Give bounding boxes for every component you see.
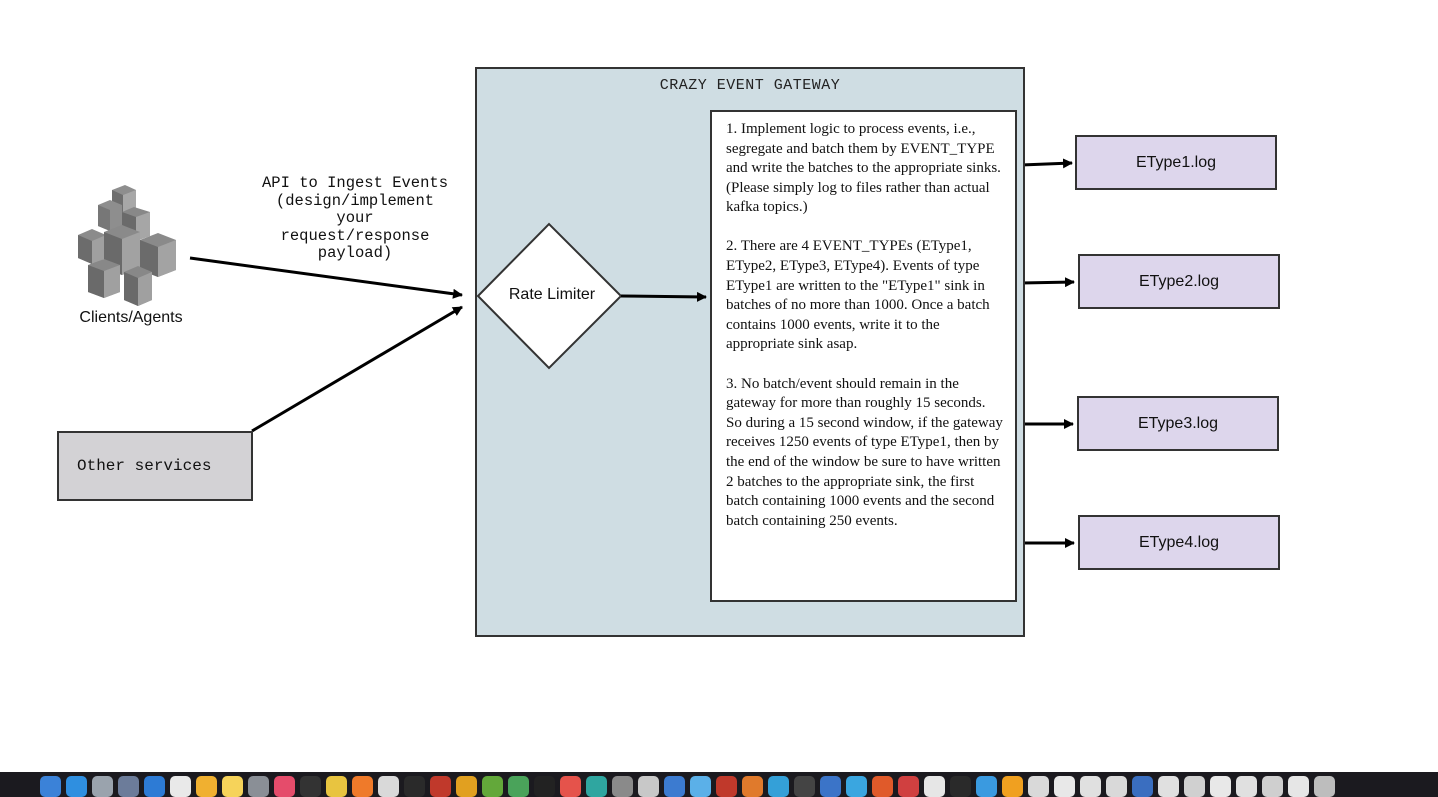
app-icon[interactable] [768,776,789,797]
app-icon[interactable] [820,776,841,797]
preview-icon[interactable] [118,776,139,797]
sink-etype1: EType1.log [1075,135,1277,190]
app-icon[interactable] [794,776,815,797]
app-icon[interactable] [924,776,945,797]
architecture-diagram: CRAZY EVENT GATEWAY Rate Limiter 1. Impl… [57,67,1280,637]
app-icon[interactable] [430,776,451,797]
sink-etype2: EType2.log [1078,254,1280,309]
app-icon[interactable] [1210,776,1231,797]
app-icon[interactable] [1288,776,1309,797]
app-icon[interactable] [690,776,711,797]
limiter-to-processor-arrow-front [620,291,707,302]
clients-agents-icon [78,185,176,306]
app-icon[interactable] [534,776,555,797]
app-icon[interactable] [456,776,477,797]
app-icon[interactable] [872,776,893,797]
sink-etype4: EType4.log [1078,515,1280,570]
app-icon[interactable] [1132,776,1153,797]
app-icon[interactable] [1002,776,1023,797]
app-icon[interactable] [1262,776,1283,797]
requirement-2: 2. There are 4 EVENT_TYPEs (EType1, ETyp… [726,238,990,353]
dock-icon-strip [40,776,1370,797]
other-services-box: Other services [57,431,253,501]
firefox-icon[interactable] [352,776,373,797]
api-label-line: request/response [280,226,430,245]
app-icon[interactable] [1158,776,1179,797]
app-icon[interactable] [664,776,685,797]
launchpad-icon[interactable] [92,776,113,797]
app-icon[interactable] [1080,776,1101,797]
calendar-icon[interactable] [170,776,191,797]
app-icon[interactable] [482,776,503,797]
api-label-line: API to Ingest Events [261,174,449,192]
photos-icon[interactable] [196,776,217,797]
app-icon[interactable] [1236,776,1257,797]
chrome-icon[interactable] [326,776,347,797]
clients-agents-label: Clients/Agents [79,309,183,326]
app-icon[interactable] [742,776,763,797]
sink-etype3: EType3.log [1077,396,1279,451]
terminal-icon[interactable] [300,776,321,797]
processing-requirements-box: 1. Implement logic to process events, i.… [710,110,1017,602]
api-ingest-label: API to Ingest Events (design/implement y… [245,174,465,263]
app-icon[interactable] [508,776,529,797]
app-icon[interactable] [716,776,737,797]
rate-limiter-layer [476,222,707,370]
app-icon[interactable] [612,776,633,797]
sink2-arrow [1020,277,1075,288]
app-icon[interactable] [560,776,581,797]
requirement-3: 3. No batch/event should remain in the g… [726,375,1003,529]
activity-monitor-icon[interactable] [404,776,425,797]
system-preferences-icon[interactable] [248,776,269,797]
app-icon[interactable] [638,776,659,797]
app-icon[interactable] [950,776,971,797]
api-label-line: your [336,209,374,227]
trash-icon[interactable] [1314,776,1335,797]
intellij-icon[interactable] [274,776,295,797]
requirement-1: 1. Implement logic to process events, i.… [726,121,1001,216]
sink1-arrow [1020,158,1073,169]
app-icon[interactable] [378,776,399,797]
app-icon[interactable] [1054,776,1075,797]
api-label-line: (design/implement [275,191,435,210]
app-icon[interactable] [1028,776,1049,797]
finder-icon[interactable] [40,776,61,797]
app-icon[interactable] [1106,776,1127,797]
vscode-icon[interactable] [144,776,165,797]
safari-icon[interactable] [66,776,87,797]
clients-arrow [189,256,463,299]
other-services-arrow [251,305,463,433]
app-icon[interactable] [846,776,867,797]
api-label-line: payload) [317,244,393,262]
app-icon[interactable] [586,776,607,797]
notes-icon[interactable] [222,776,243,797]
app-icon[interactable] [898,776,919,797]
app-icon[interactable] [976,776,997,797]
rate-limiter-label: Rate Limiter [508,286,596,303]
gateway-title: CRAZY EVENT GATEWAY [659,77,841,94]
app-icon[interactable] [1184,776,1205,797]
